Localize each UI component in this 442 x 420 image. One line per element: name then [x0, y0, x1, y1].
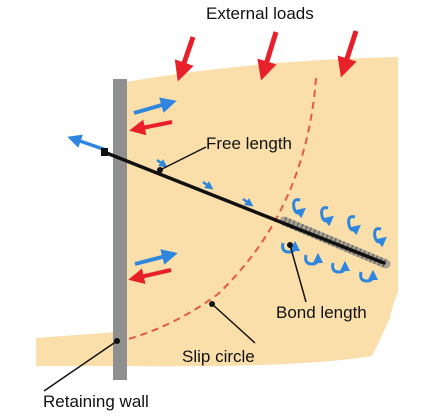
curly-arrow-icon	[304, 252, 324, 266]
blue-arrow-icon	[242, 197, 254, 207]
slip-circle-label: Slip circle	[182, 347, 255, 366]
leader-dot	[114, 338, 120, 344]
free-length-leader	[159, 146, 207, 171]
leader-dot	[157, 167, 163, 173]
load-arrow-icon	[337, 30, 359, 78]
free-length-label: Free length	[206, 134, 292, 153]
blue-arrow-icon	[202, 180, 214, 190]
leader-dot	[209, 301, 215, 307]
load-arrow-icon	[257, 31, 279, 81]
retaining-wall-label: Retaining wall	[43, 392, 149, 411]
curly-arrow-icon	[320, 206, 334, 227]
anchor-tendon	[102, 150, 386, 265]
curly-arrow-icon	[373, 227, 387, 248]
retaining-wall-leader	[43, 340, 118, 392]
curly-arrow-icon	[292, 198, 306, 219]
red-arrow-icon	[129, 119, 173, 136]
bond-length-leader	[289, 244, 307, 303]
slip-circle-leader	[211, 303, 256, 344]
load-arrow-icon	[174, 36, 196, 82]
anchor-head	[101, 148, 108, 156]
blue-arrow-icon	[133, 97, 177, 115]
bond-stress-arrows	[281, 198, 387, 283]
blue-arrow-icon	[67, 134, 107, 152]
bond-length-label: Bond length	[276, 303, 367, 322]
external-loads-label: External loads	[206, 4, 314, 23]
slip-circle-line	[124, 77, 317, 341]
blue-arrow-icon	[156, 158, 168, 168]
retaining-wall	[113, 79, 127, 380]
curly-arrow-icon	[281, 240, 301, 254]
curly-arrow-icon	[347, 215, 361, 236]
curly-arrow-icon	[331, 260, 351, 274]
red-arrow-icon	[128, 268, 172, 285]
curly-arrow-icon	[359, 269, 379, 283]
blue-arrow-icon	[134, 249, 178, 266]
free-length-stress-marks	[156, 158, 254, 207]
front-ground	[36, 332, 116, 366]
external-load-arrows	[174, 30, 359, 82]
leader-dot	[287, 242, 293, 248]
